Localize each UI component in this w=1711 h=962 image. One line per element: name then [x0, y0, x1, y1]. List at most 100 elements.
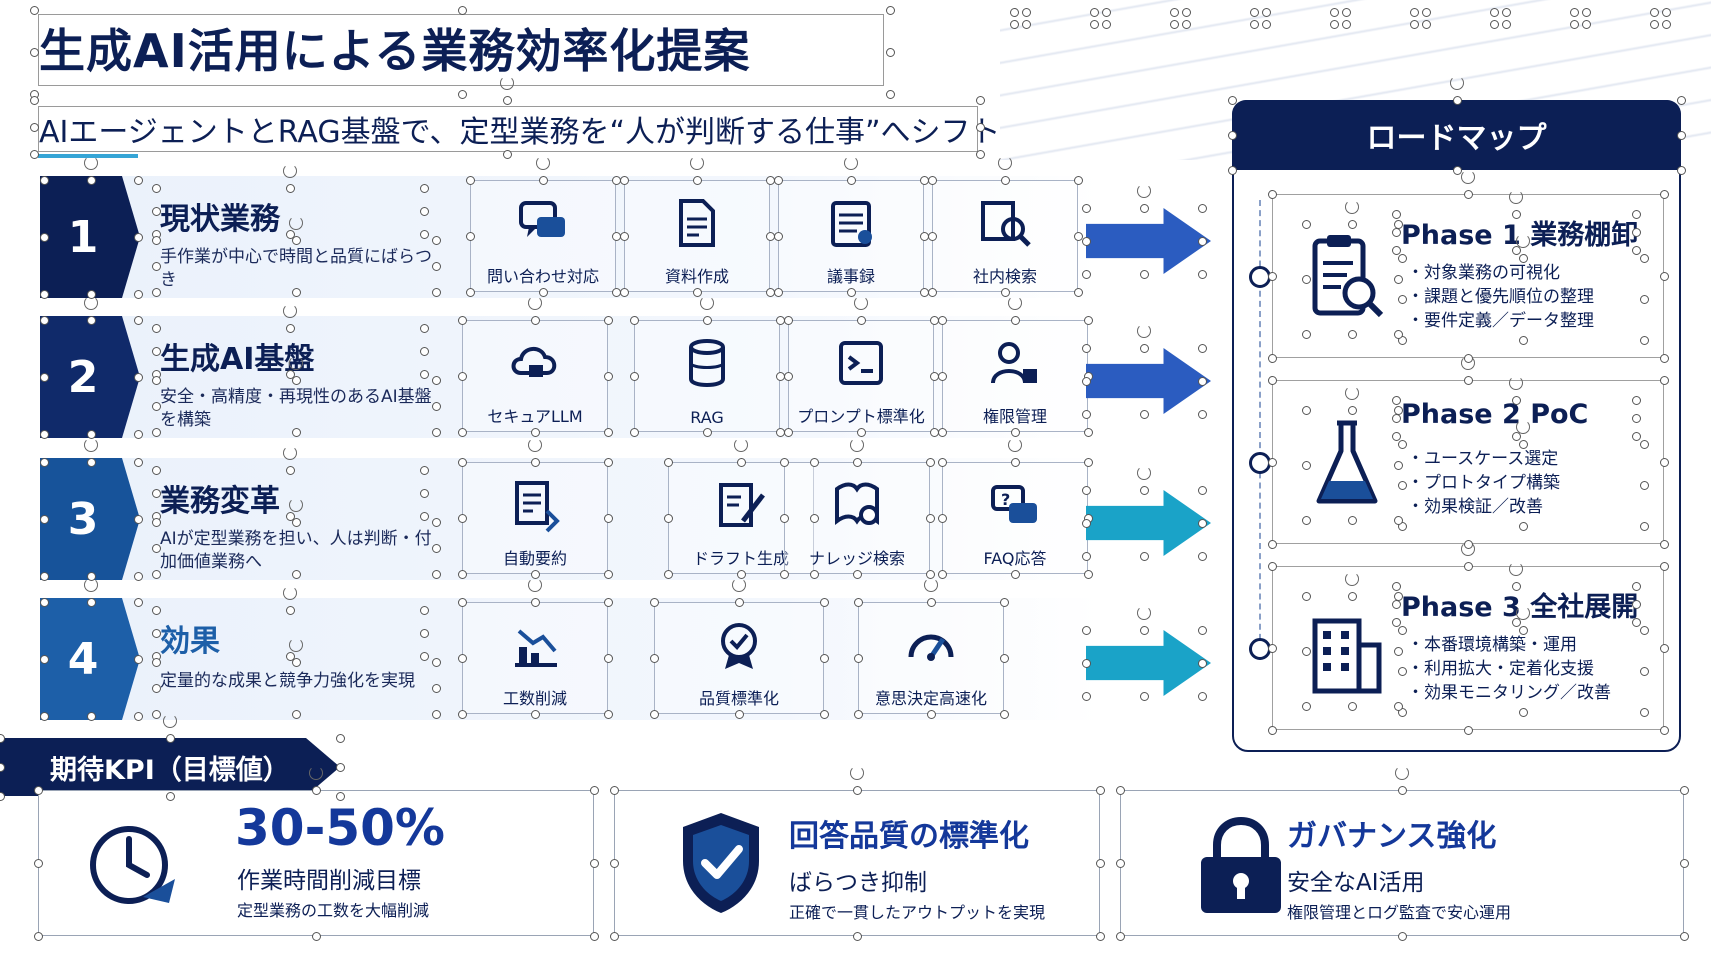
resize-handle[interactable] — [292, 570, 301, 579]
process-item[interactable]: 意思決定高速化 — [858, 602, 1004, 714]
process-item[interactable]: 権限管理 — [942, 320, 1088, 432]
resize-handle[interactable] — [134, 373, 143, 382]
resize-handle[interactable] — [40, 373, 49, 382]
resize-handle[interactable] — [928, 232, 937, 241]
resize-handle[interactable] — [703, 428, 712, 437]
rotate-handle[interactable] — [1516, 234, 1530, 248]
resize-handle[interactable] — [152, 570, 161, 579]
resize-handle[interactable] — [604, 570, 613, 579]
resize-handle[interactable] — [1140, 204, 1149, 213]
resize-handle[interactable] — [40, 430, 49, 439]
rotate-handle[interactable] — [1509, 562, 1523, 576]
resize-handle[interactable] — [1140, 552, 1149, 561]
resize-handle[interactable] — [1084, 316, 1093, 325]
process-item[interactable]: 社内検索 — [932, 180, 1078, 292]
rotate-handle[interactable] — [536, 156, 550, 170]
resize-handle[interactable] — [531, 428, 540, 437]
resize-handle[interactable] — [886, 6, 895, 15]
resize-handle[interactable] — [1330, 8, 1339, 17]
resize-handle[interactable] — [1302, 647, 1311, 656]
resize-handle[interactable] — [1640, 481, 1649, 490]
resize-handle[interactable] — [1640, 626, 1649, 635]
resize-handle[interactable] — [650, 710, 659, 719]
resize-handle[interactable] — [1660, 272, 1669, 281]
resize-handle[interactable] — [531, 710, 540, 719]
resize-handle[interactable] — [1268, 376, 1277, 385]
resize-handle[interactable] — [1140, 270, 1149, 279]
resize-handle[interactable] — [604, 598, 613, 607]
resize-handle[interactable] — [780, 570, 789, 579]
resize-handle[interactable] — [1198, 410, 1207, 419]
resize-handle[interactable] — [1011, 316, 1020, 325]
process-item[interactable]: 問い合わせ対応 — [470, 180, 616, 292]
resize-handle[interactable] — [458, 316, 467, 325]
resize-handle[interactable] — [938, 514, 947, 523]
resize-handle[interactable] — [820, 710, 829, 719]
resize-handle[interactable] — [420, 489, 429, 498]
resize-handle[interactable] — [1660, 458, 1669, 467]
resize-handle[interactable] — [735, 598, 744, 607]
resize-handle[interactable] — [1262, 8, 1271, 17]
resize-handle[interactable] — [0, 792, 5, 801]
resize-handle[interactable] — [134, 430, 143, 439]
process-row[interactable] — [40, 458, 1100, 580]
resize-handle[interactable] — [590, 859, 599, 868]
resize-handle[interactable] — [1082, 552, 1091, 561]
resize-handle[interactable] — [286, 512, 295, 521]
resize-handle[interactable] — [927, 598, 936, 607]
resize-handle[interactable] — [1394, 461, 1403, 470]
resize-handle[interactable] — [420, 230, 429, 239]
resize-handle[interactable] — [1394, 275, 1403, 284]
resize-handle[interactable] — [1102, 8, 1111, 17]
resize-handle[interactable] — [0, 734, 5, 743]
resize-handle[interactable] — [1348, 220, 1357, 229]
resize-handle[interactable] — [134, 233, 143, 242]
process-item[interactable]: 工数削減 — [462, 602, 608, 714]
resize-handle[interactable] — [34, 859, 43, 868]
resize-handle[interactable] — [853, 786, 862, 795]
rotate-handle[interactable] — [732, 578, 746, 592]
rotate-handle[interactable] — [1461, 542, 1475, 556]
resize-handle[interactable] — [420, 207, 429, 216]
resize-handle[interactable] — [1464, 376, 1473, 385]
rotate-handle[interactable] — [1461, 170, 1475, 184]
resize-handle[interactable] — [1392, 618, 1401, 627]
resize-handle[interactable] — [630, 316, 639, 325]
resize-handle[interactable] — [1001, 176, 1010, 185]
resize-handle[interactable] — [1342, 20, 1351, 29]
rotate-handle[interactable] — [734, 438, 748, 452]
resize-handle[interactable] — [134, 655, 143, 664]
resize-handle[interactable] — [40, 458, 49, 467]
resize-handle[interactable] — [458, 90, 467, 99]
resize-handle[interactable] — [1198, 270, 1207, 279]
resize-handle[interactable] — [1464, 562, 1473, 571]
resize-handle[interactable] — [590, 932, 599, 941]
resize-handle[interactable] — [1011, 428, 1020, 437]
resize-handle[interactable] — [1640, 336, 1649, 345]
resize-handle[interactable] — [1519, 440, 1528, 449]
rotate-handle[interactable] — [528, 438, 542, 452]
process-row[interactable] — [40, 598, 1100, 720]
resize-handle[interactable] — [1677, 96, 1686, 105]
resize-handle[interactable] — [784, 428, 793, 437]
rotate-handle[interactable] — [854, 296, 868, 310]
resize-handle[interactable] — [604, 316, 613, 325]
resize-handle[interactable] — [1116, 786, 1125, 795]
resize-handle[interactable] — [610, 786, 619, 795]
resize-handle[interactable] — [432, 544, 441, 553]
resize-handle[interactable] — [1022, 20, 1031, 29]
resize-handle[interactable] — [1170, 8, 1179, 17]
resize-handle[interactable] — [1398, 786, 1407, 795]
resize-handle[interactable] — [928, 176, 937, 185]
resize-handle[interactable] — [1302, 592, 1311, 601]
resize-handle[interactable] — [1660, 540, 1669, 549]
resize-handle[interactable] — [926, 458, 935, 467]
resize-handle[interactable] — [1082, 377, 1091, 386]
resize-handle[interactable] — [1650, 20, 1659, 29]
resize-handle[interactable] — [604, 514, 613, 523]
resize-handle[interactable] — [531, 598, 540, 607]
resize-handle[interactable] — [1452, 96, 1462, 105]
slide-title[interactable]: 生成AI活用による業務効率化提案 — [38, 14, 884, 86]
resize-handle[interactable] — [650, 654, 659, 663]
resize-handle[interactable] — [40, 712, 49, 721]
